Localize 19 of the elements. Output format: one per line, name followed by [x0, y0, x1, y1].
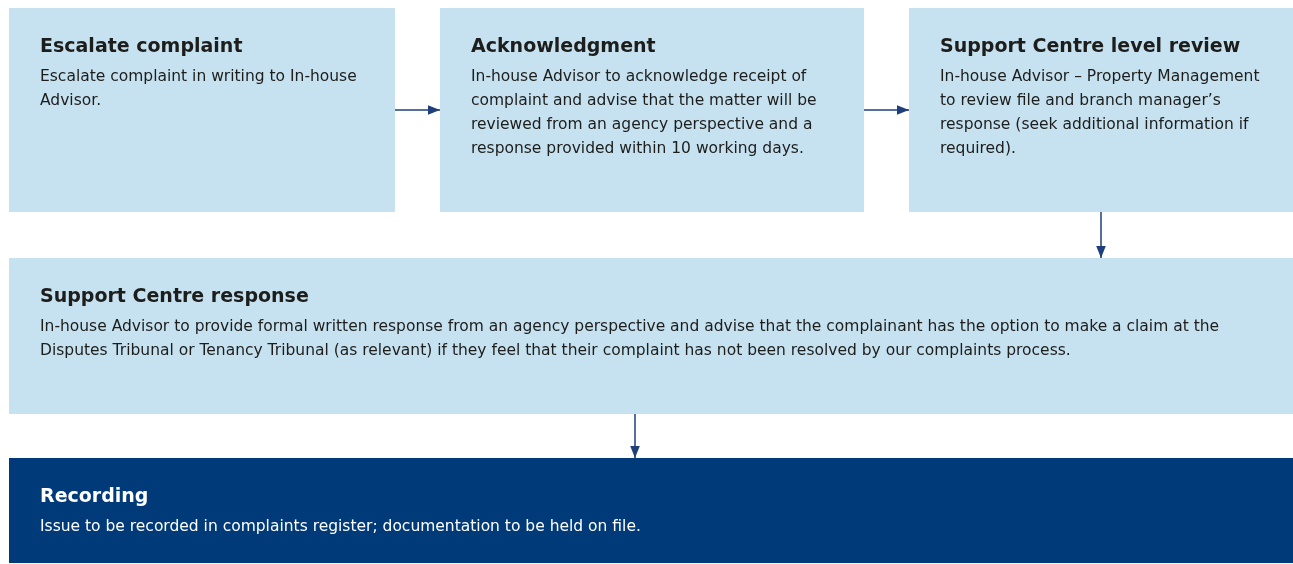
step-heading: Escalate complaint [40, 34, 244, 56]
process-box [9, 8, 395, 212]
arrow [863, 105, 910, 115]
step-description: Issue to be recorded in complaints register; documentation to be held on file. [40, 516, 642, 537]
process-box [9, 258, 1293, 414]
step-heading: Acknowledgment [471, 34, 657, 56]
step-description: In-house Advisor to provide formal written response from an agency perspective and advise that the complainant has the option to make a claim at the Disputes Tribunal or Tenancy Tribunal (as relevant) if they feel that their complaint has not been resolved by our complaints process. [40, 316, 1221, 361]
step-description: In-house Advisor to acknowledge receipt of complaint and advise that the matter will be reviewed from an agency perspective and a response provided within 10 working days. [471, 66, 818, 159]
process-box [440, 8, 864, 212]
arrow [394, 105, 441, 115]
step-description: In-house Advisor – Property Management to review file and branch manager’s response (seek additional information if required). [940, 66, 1261, 159]
step-heading: Recording [40, 484, 150, 506]
final-step-box [9, 458, 1293, 563]
process-box [909, 8, 1293, 212]
arrow [630, 413, 640, 459]
step-heading: Support Centre level review [940, 34, 1242, 56]
arrow [1096, 211, 1106, 259]
step-description: Escalate complaint in writing to In-house Advisor. [40, 66, 358, 111]
step-heading: Support Centre response [40, 284, 310, 306]
